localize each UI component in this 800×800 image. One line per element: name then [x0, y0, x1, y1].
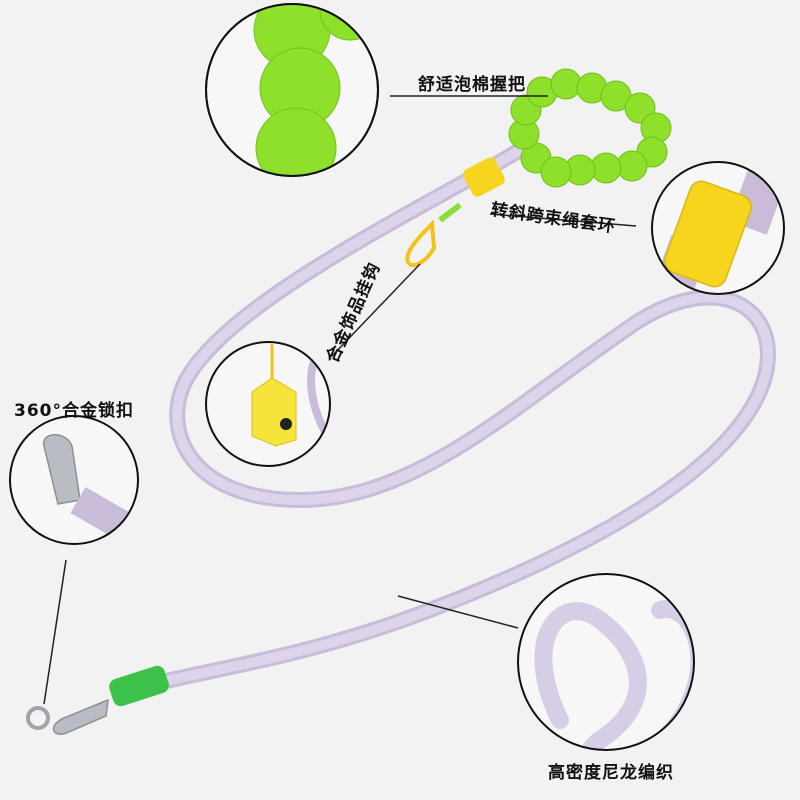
yellow-sleeve: [463, 157, 505, 197]
metal-clasp: [26, 698, 109, 735]
detail-circle-grip: [205, 3, 379, 177]
green-sleeve: [109, 665, 169, 707]
label-nylon: 高密度尼龙编织: [548, 763, 674, 783]
label-foam-grip: 舒适泡棉握把: [418, 75, 526, 95]
alloy-hook: [405, 202, 462, 268]
callout-lines: [43, 95, 637, 705]
leash-rope: [122, 142, 776, 698]
detail-circle-lock: [9, 415, 139, 545]
detail-circle-nylon: [517, 573, 695, 751]
foam-grip: [508, 68, 672, 188]
detail-circle-bag: [205, 341, 331, 467]
detail-circle-ring: [651, 161, 785, 295]
label-alloy-lock: 360°合金锁扣: [14, 401, 134, 421]
